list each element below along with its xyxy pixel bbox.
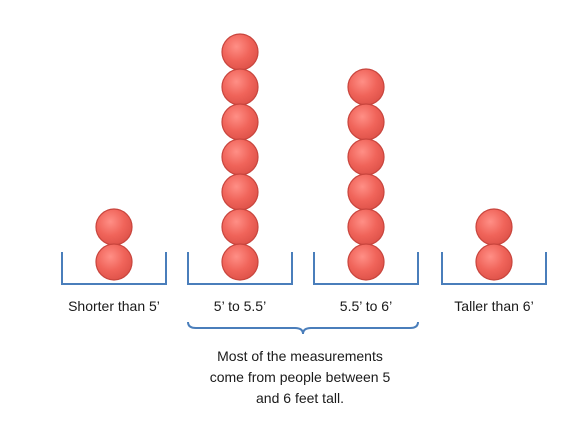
measurement-ball: [347, 138, 385, 176]
grouping-brace: [187, 321, 419, 335]
bin-bracket: [187, 252, 293, 285]
bin-bracket: [61, 252, 167, 285]
bin-label-taller-than-6: Taller than 6’: [454, 298, 534, 314]
measurement-ball: [221, 243, 259, 281]
bin-group: [61, 208, 167, 285]
caption-line-1: Most of the measurements: [217, 348, 383, 364]
brace-path: [187, 321, 419, 335]
measurement-ball: [347, 243, 385, 281]
measurement-ball: [221, 138, 259, 176]
bin-label-5-to-5-5: 5’ to 5.5’: [213, 298, 267, 314]
measurement-ball: [221, 33, 259, 71]
caption-line-2: come from people between 5: [209, 369, 391, 385]
bin-group: [187, 33, 293, 285]
bin-bracket: [313, 252, 419, 285]
bin-label-shorter-than-5: Shorter than 5’: [68, 298, 160, 314]
measurement-ball: [347, 103, 385, 141]
measurement-ball: [221, 173, 259, 211]
caption-line-3: and 6 feet tall.: [256, 390, 344, 406]
measurement-ball: [221, 103, 259, 141]
bin-group: [313, 68, 419, 285]
measurement-ball: [347, 173, 385, 211]
measurement-ball: [221, 208, 259, 246]
measurement-ball: [95, 208, 133, 246]
measurement-ball: [475, 243, 513, 281]
caption: Most of the measurements come from peopl…: [150, 346, 450, 409]
measurement-ball: [347, 208, 385, 246]
bin-bracket: [441, 252, 547, 285]
bins-layer: [61, 33, 547, 285]
bin-label-5-5-to-6: 5.5’ to 6’: [339, 298, 393, 314]
bin-group: [441, 208, 547, 285]
measurement-ball: [221, 68, 259, 106]
measurement-ball: [475, 208, 513, 246]
measurement-ball: [347, 68, 385, 106]
measurement-ball: [95, 243, 133, 281]
